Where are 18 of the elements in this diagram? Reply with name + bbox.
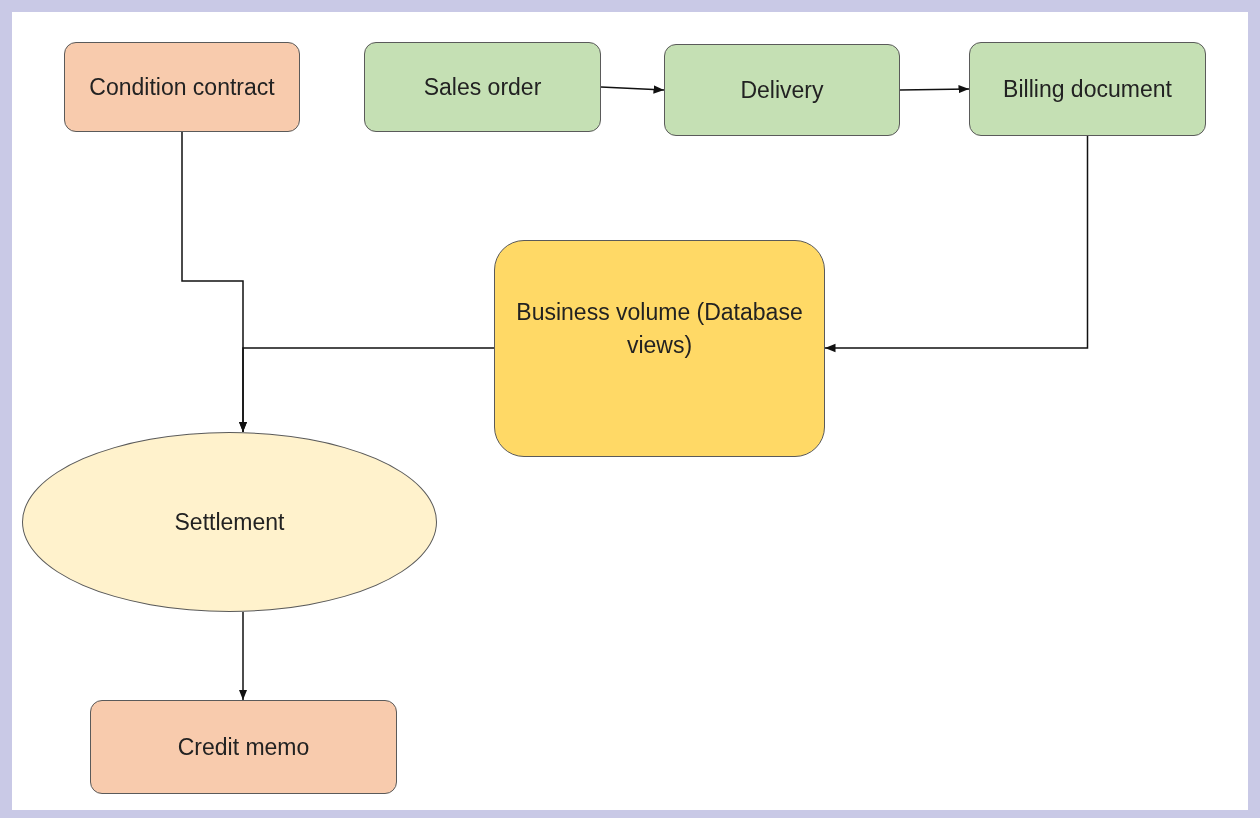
- arrow: [238, 347, 495, 433]
- process-box: [969, 42, 1206, 136]
- arrow: [899, 84, 970, 94]
- arrow: [238, 611, 248, 701]
- node-label: Business volume (Database views): [515, 298, 804, 360]
- node-label: Sales order: [423, 72, 542, 102]
- node-label: Delivery: [740, 75, 824, 105]
- process-box: [364, 42, 601, 132]
- process-box: [64, 42, 300, 132]
- arrow: [824, 135, 1089, 353]
- arrow: [600, 85, 665, 94]
- process-box: [90, 700, 397, 794]
- node-label: Condition contract: [89, 72, 275, 102]
- node-label: Billing document: [1003, 74, 1172, 104]
- node-label: Settlement: [174, 507, 285, 537]
- process-box: [664, 44, 900, 136]
- process-box: [494, 240, 825, 457]
- node-label: Credit memo: [177, 732, 310, 762]
